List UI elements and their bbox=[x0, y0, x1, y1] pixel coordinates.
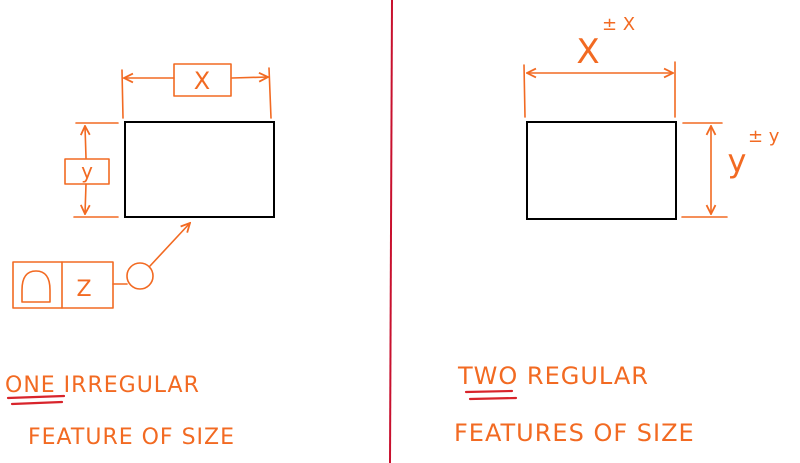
right-caption-line2: FEATURES OF SIZE bbox=[454, 419, 695, 447]
profile-of-a-surface-icon bbox=[21, 270, 51, 303]
left-caption-underline bbox=[6, 394, 66, 406]
right-dim-x-label: X bbox=[576, 32, 599, 72]
left-caption-rest: IRREGULAR bbox=[56, 373, 200, 398]
right-panel: X ± X y ± y TWO REGULAR FEATURES OF SIZE bbox=[454, 14, 780, 447]
all-around-circle-icon bbox=[126, 262, 154, 290]
right-caption-underline bbox=[464, 389, 518, 401]
left-feature-rectangle bbox=[124, 121, 275, 218]
left-dim-y-label: y bbox=[81, 159, 93, 183]
right-dim-y-label: y bbox=[728, 142, 747, 180]
right-x-dimension: X ± X bbox=[523, 14, 676, 118]
right-dim-y-tolerance: ± y bbox=[748, 126, 780, 147]
left-caption-line2: FEATURE OF SIZE bbox=[28, 425, 235, 450]
right-caption-line1: TWO REGULAR bbox=[457, 362, 649, 390]
panel-divider bbox=[389, 0, 393, 463]
fcf-datum-label: Z bbox=[76, 277, 91, 302]
right-caption-emphasis: TWO bbox=[457, 362, 518, 390]
right-feature-rectangle bbox=[526, 121, 677, 220]
right-dim-x-tolerance: ± X bbox=[602, 14, 635, 35]
right-caption-rest: REGULAR bbox=[518, 362, 649, 390]
left-y-dimension: y bbox=[64, 122, 119, 218]
left-x-dimension: X bbox=[121, 63, 272, 119]
feature-control-frame: Z bbox=[12, 223, 190, 309]
left-dim-x-label: X bbox=[194, 67, 210, 95]
right-y-dimension: y ± y bbox=[681, 122, 780, 218]
left-caption-emphasis: ONE bbox=[5, 373, 56, 398]
left-caption-line1: ONE IRREGULAR bbox=[5, 373, 200, 398]
left-panel: X y Z ONE IRREGULAR FEATURE OF SIZE bbox=[5, 63, 275, 450]
